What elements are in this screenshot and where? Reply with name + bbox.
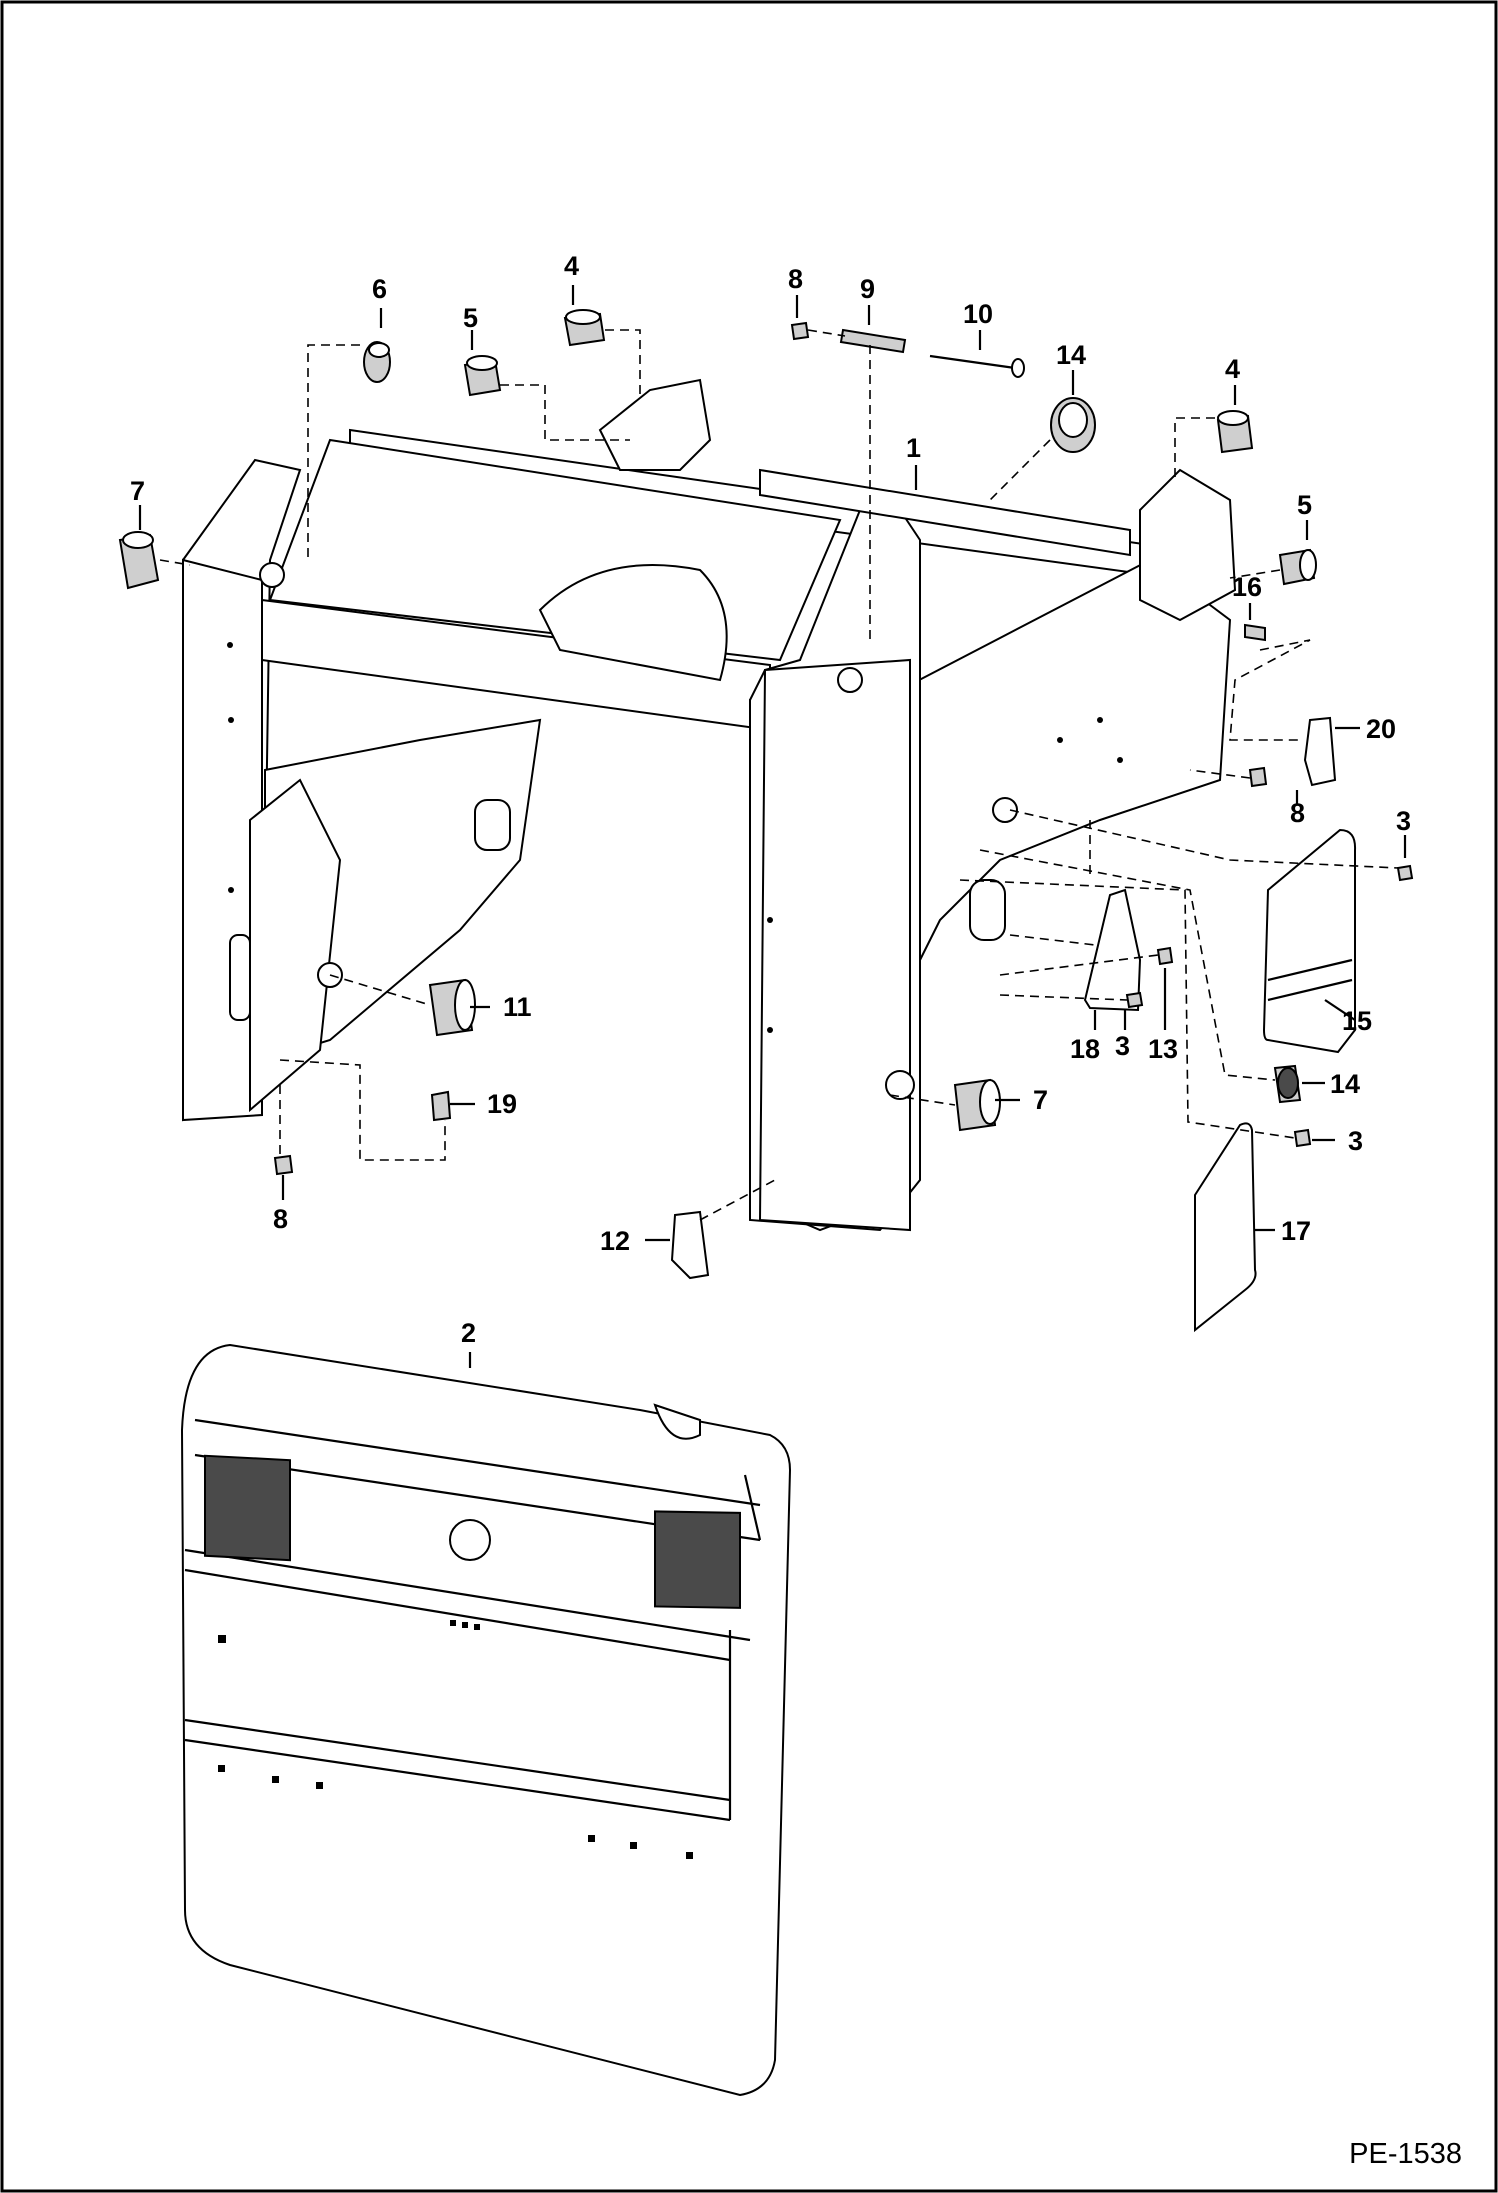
callout-4-left: 4	[564, 251, 579, 281]
callout-17: 17	[1281, 1216, 1311, 1246]
clip-12	[670, 1210, 710, 1280]
callout-13: 13	[1148, 1034, 1178, 1064]
callout-3-b: 3	[1115, 1031, 1130, 1061]
callout-8-right: 8	[1290, 798, 1305, 828]
leader-lines	[138, 285, 1407, 1368]
screw-3-b	[1125, 991, 1144, 1009]
callout-7-right: 7	[1033, 1085, 1048, 1115]
mount-7-left	[118, 531, 160, 590]
callout-3-a: 3	[1396, 806, 1411, 836]
callout-20: 20	[1366, 714, 1396, 744]
drawing-code: PE-1538	[1349, 2138, 1462, 2170]
pin-10	[929, 354, 1016, 370]
callout-19: 19	[487, 1089, 517, 1119]
callout-3-c: 3	[1348, 1126, 1363, 1156]
callout-8-lower: 8	[273, 1204, 288, 1234]
cover-panel	[180, 1343, 792, 2097]
callout-1: 1	[906, 433, 921, 463]
bushing-5-right	[1278, 548, 1317, 586]
callout-12: 12	[600, 1226, 630, 1256]
bushing-4-right	[1216, 410, 1254, 454]
callout-7-left: 7	[130, 476, 145, 506]
grommet-14-lower	[1273, 1064, 1302, 1104]
nut-13	[1156, 946, 1174, 966]
washer-6	[363, 341, 391, 383]
mount-11	[428, 978, 476, 1037]
callout-15: 15	[1342, 1006, 1372, 1036]
callout-4-right: 4	[1225, 354, 1240, 384]
nut-8-lower	[273, 1154, 294, 1176]
bracket-18	[1083, 888, 1142, 1012]
callout-14-lower: 14	[1330, 1069, 1360, 1099]
grommet-14-top	[1050, 397, 1096, 453]
callout-11: 11	[503, 992, 532, 1022]
callout-10: 10	[963, 299, 993, 329]
nut-8-top	[790, 321, 810, 341]
nut-8-right	[1248, 766, 1268, 788]
mount-7-right	[953, 1078, 1001, 1132]
bolt-16	[1244, 623, 1266, 642]
panel-17	[1194, 1122, 1257, 1333]
callout-5-right: 5	[1297, 490, 1312, 520]
tube-9	[839, 328, 907, 354]
callout-5-left: 5	[463, 303, 478, 333]
callout-18: 18	[1070, 1034, 1100, 1064]
main-frame	[182, 378, 1237, 1232]
callout-labels: 6 5 4 8 9 10 14 1 4 7 5 16 20 8 3 15 18 …	[130, 251, 1411, 1348]
bushing-4-left	[563, 309, 606, 347]
assembly-lines	[159, 329, 1399, 1221]
screw-3-c	[1293, 1128, 1312, 1148]
callout-14-top: 14	[1056, 340, 1086, 370]
screw-3-a	[1396, 864, 1414, 882]
callout-16: 16	[1232, 572, 1262, 602]
plate-20	[1303, 716, 1337, 787]
callout-8-top: 8	[788, 264, 803, 294]
callout-9: 9	[860, 274, 875, 304]
bolt-19	[430, 1090, 452, 1122]
callout-6: 6	[372, 274, 387, 304]
bushing-5-left	[463, 355, 502, 397]
callout-2: 2	[461, 1318, 476, 1348]
